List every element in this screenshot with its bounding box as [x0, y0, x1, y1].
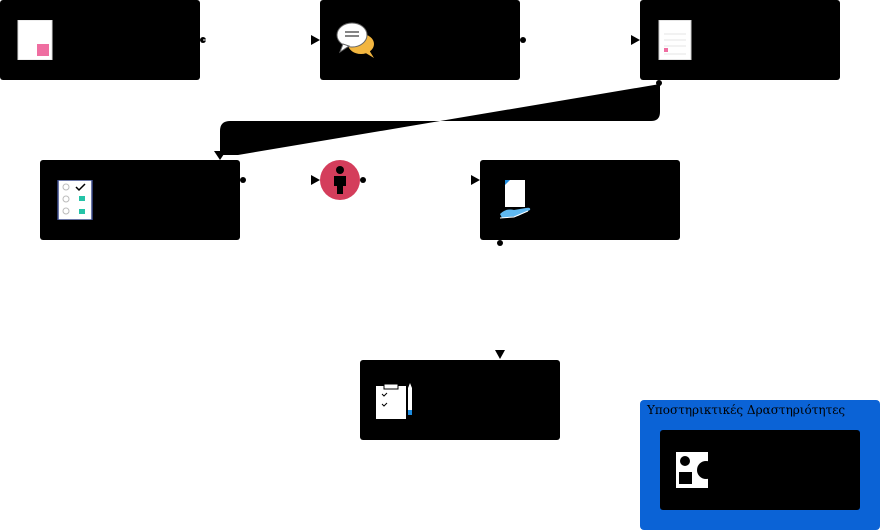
- process-node-6[interactable]: [360, 360, 560, 440]
- form-document-icon: [656, 19, 696, 61]
- process-node-2[interactable]: [320, 0, 520, 80]
- hand-with-document-icon: [496, 180, 536, 220]
- edge-n2-n3-arrow: [631, 35, 640, 45]
- node-label: [710, 0, 832, 80]
- node-label: [390, 0, 512, 80]
- node-label: [550, 160, 672, 240]
- node-label: [110, 160, 232, 240]
- process-node-1[interactable]: [0, 0, 200, 80]
- process-node-5[interactable]: [480, 160, 680, 240]
- clipboard-pencil-icon: [376, 380, 416, 420]
- edge-n5-n6-arrow: [495, 350, 505, 359]
- edge-n3-n4-arrow: [214, 151, 226, 160]
- edge-n5-n6-start: [497, 240, 503, 246]
- support-activities-title: Υποστηρικτικές Δραστηριότητες: [647, 403, 846, 417]
- chat-bubbles-icon: [336, 20, 376, 60]
- person-icon: [334, 166, 346, 194]
- edge-n4-actor-arrow: [311, 175, 320, 185]
- edge-n4-actor-start: [240, 177, 246, 183]
- edge-n2-n3-start: [520, 37, 526, 43]
- shapes-icon: [674, 450, 715, 490]
- support-activity-node[interactable]: [660, 430, 860, 510]
- edge-actor-n5-start: [360, 177, 366, 183]
- node-label: [430, 360, 552, 440]
- actor-person[interactable]: [320, 160, 360, 200]
- checklist-icon: [56, 179, 96, 221]
- document-pink-icon: [16, 19, 56, 61]
- process-node-4[interactable]: [40, 160, 240, 240]
- edge-n1-n2-arrow: [311, 35, 320, 45]
- edge-actor-n5-arrow: [471, 175, 480, 185]
- edge-n3-n4-band: [220, 84, 660, 155]
- node-label: [70, 0, 192, 80]
- support-activities-group[interactable]: Υποστηρικτικές Δραστηριότητες: [640, 400, 880, 530]
- process-node-3[interactable]: [640, 0, 840, 80]
